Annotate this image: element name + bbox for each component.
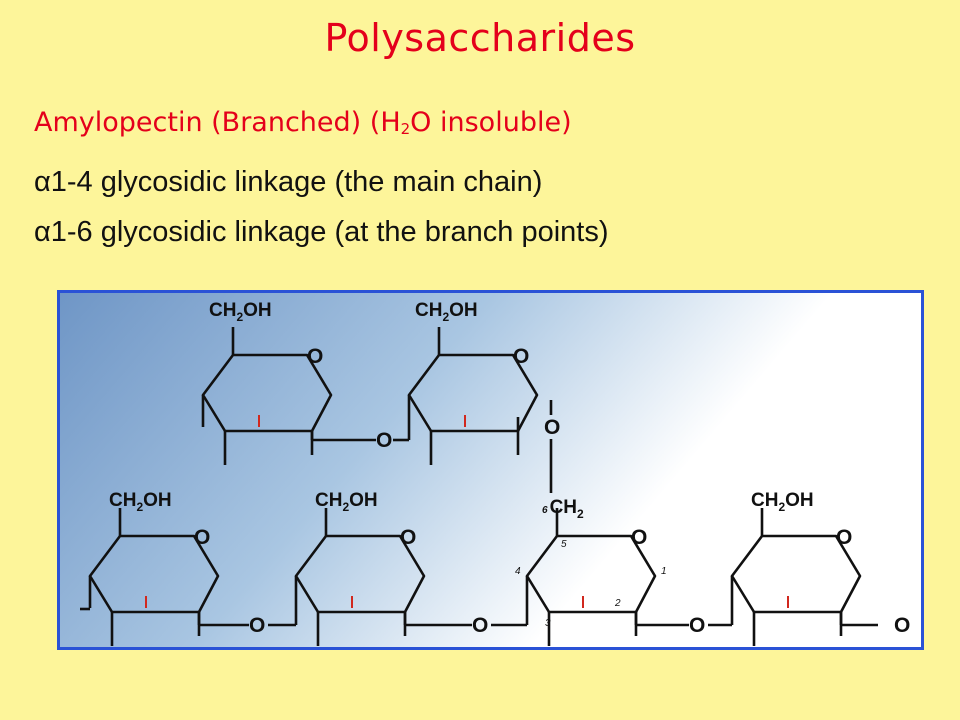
alpha-1-6-branch-link: O bbox=[516, 400, 560, 493]
alpha-1-6-linkage-text: α1-6 glycosidic linkage (at the branch p… bbox=[34, 216, 609, 248]
glucose-ring-top-1: O CH2OH bbox=[201, 300, 333, 467]
svg-text:O: O bbox=[376, 429, 392, 452]
ch2oh-label: CH2OH bbox=[415, 300, 478, 324]
subtitle-subscript: 2 bbox=[400, 120, 411, 138]
ring-oxygen: O bbox=[400, 526, 416, 549]
amylopectin-structure-diagram: O CH2OH O CH2OH O O O CH2OH bbox=[57, 290, 924, 650]
glucose-ring-bottom-3-branch-point: O 5 4 3 2 1 bbox=[515, 506, 667, 647]
alpha-1-4-linkage-text: α1-4 glycosidic linkage (the main chain) bbox=[34, 166, 543, 198]
svg-text:O: O bbox=[544, 416, 560, 439]
glucose-ring-bottom-1: O CH2OH bbox=[88, 490, 220, 647]
subtitle-text-end: O insoluble) bbox=[410, 107, 572, 138]
glycosidic-oxygen-bottom-1: O bbox=[197, 608, 298, 637]
svg-text:O: O bbox=[894, 614, 910, 637]
subtitle-text-start: Amylopectin (Branched) (H bbox=[34, 107, 401, 138]
glycosidic-oxygen-bottom-3: O bbox=[634, 608, 734, 637]
carbon-number-3: 3 bbox=[545, 618, 551, 629]
glucose-ring-top-2: O CH2OH bbox=[407, 300, 539, 467]
glycosidic-oxygen-bottom-2: O bbox=[403, 608, 529, 637]
svg-text:O: O bbox=[249, 614, 265, 637]
ch2oh-label: CH2OH bbox=[109, 490, 172, 514]
ring-oxygen: O bbox=[513, 345, 529, 368]
svg-text:O: O bbox=[689, 614, 705, 637]
glucose-ring-bottom-2: O CH2OH bbox=[294, 490, 426, 647]
carbon-number-1: 1 bbox=[661, 566, 667, 577]
structure-svg: O CH2OH O CH2OH O O O CH2OH bbox=[60, 293, 921, 647]
carbon-number-4: 4 bbox=[515, 566, 521, 577]
ch2oh-label: CH2OH bbox=[315, 490, 378, 514]
glycosidic-oxygen-top: O bbox=[310, 427, 411, 452]
svg-text:O: O bbox=[472, 614, 488, 637]
carbon-number-2: 2 bbox=[614, 598, 621, 609]
carbon-number-5: 5 bbox=[561, 539, 567, 550]
diagram-background bbox=[60, 293, 921, 647]
ring-oxygen: O bbox=[631, 526, 647, 549]
glucose-ring-bottom-4: O CH2OH bbox=[730, 490, 862, 647]
ch2oh-label: CH2OH bbox=[751, 490, 814, 514]
ring-oxygen: O bbox=[307, 345, 323, 368]
ring-oxygen: O bbox=[836, 526, 852, 549]
ring-oxygen: O bbox=[194, 526, 210, 549]
slide-title: Polysaccharides bbox=[324, 16, 636, 60]
amylopectin-subtitle: Amylopectin (Branched) (H2O insoluble) bbox=[34, 107, 572, 138]
ch2oh-label: CH2OH bbox=[209, 300, 272, 324]
terminal-oxygen: O bbox=[839, 612, 910, 637]
